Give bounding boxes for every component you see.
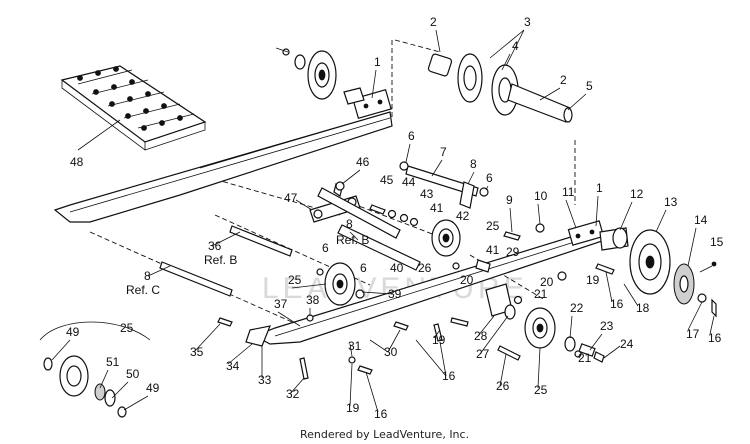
callout-c16a: 16 [610,297,624,311]
callout-c8c: 8 [144,269,151,283]
inset-wheel-assembly [39,321,151,418]
callout-c45: 45 [380,173,394,187]
callout-c13: 13 [664,195,678,209]
ref-label-r2: Ref. B [204,253,237,267]
callout-c49b: 49 [146,381,160,395]
lower-left-idler-wheel [316,262,365,306]
front-hardware [217,314,373,380]
callout-c2b: 2 [560,73,567,87]
callout-c41b: 41 [486,243,500,257]
callout-c7: 7 [440,145,447,159]
callout-c23: 23 [600,319,614,333]
rail-bracket [485,283,523,361]
callout-c31: 31 [348,339,362,353]
callout-c39: 39 [388,287,402,301]
callout-c37: 37 [274,297,288,311]
callout-c18: 18 [636,301,650,315]
callout-c14: 14 [694,213,708,227]
callout-c19a: 19 [586,273,600,287]
callout-c8b: 8 [346,217,353,231]
callout-c44: 44 [402,175,416,189]
callout-c1b: 1 [596,181,603,195]
callout-c5: 5 [586,79,593,93]
callout-c49a: 49 [66,325,80,339]
callout-c36: 36 [208,239,222,253]
callout-c34: 34 [226,359,240,373]
callout-c11: 11 [562,185,575,199]
part-1-right-rail [253,220,606,345]
callout-c20a: 20 [460,273,474,287]
cross-shafts [159,225,293,297]
callout-c50: 50 [126,367,140,381]
callout-c19c: 19 [346,401,360,415]
callout-c24: 24 [620,337,634,351]
reference-labels: Ref. B Ref. B Ref. C [126,233,369,297]
callout-c25d: 25 [534,383,548,397]
callout-c25b: 25 [288,273,302,287]
callout-c29: 29 [506,245,520,259]
callout-c25a: 25 [486,219,500,233]
callout-c35: 35 [190,345,204,359]
callout-c38: 38 [306,293,320,307]
part-48-wear-strip [60,65,207,151]
callout-c21a: 21 [534,287,548,301]
callout-c33: 33 [258,373,272,387]
ref-label-r1: Ref. B [336,233,369,247]
callout-c40: 40 [390,261,404,275]
middle-idler-wheel [431,219,461,257]
callout-c15: 15 [710,235,724,249]
rear-lower-idler-wheel [524,307,605,363]
callout-c8a: 8 [470,157,477,171]
callout-c22: 22 [570,301,584,315]
callout-c9: 9 [506,193,513,207]
callout-c21b: 21 [578,351,592,365]
callout-c16b: 16 [708,331,722,345]
shaft-7-assembly [399,161,489,209]
callout-c6b: 6 [486,171,493,185]
callout-c42: 42 [456,209,470,223]
callout-c48: 48 [70,155,84,169]
upper-left-idler-wheel [275,47,365,105]
callout-c47: 47 [284,191,298,205]
center-torque-arm [309,183,421,271]
footer-credit: Rendered by LeadVenture, Inc. [300,428,469,441]
top-idler-shaft-assembly [427,53,573,123]
callout-c26b: 26 [496,379,510,393]
callout-c26a: 26 [418,261,432,275]
callout-c28: 28 [474,329,488,343]
callout-c30: 30 [384,345,398,359]
callout-c17: 17 [686,327,700,341]
callout-c43: 43 [420,187,434,201]
callout-c46: 46 [356,155,370,169]
callout-c19b: 19 [432,333,446,347]
callout-c6a: 6 [408,129,415,143]
callout-c12: 12 [630,187,644,201]
rear-axle-wheels [599,227,717,318]
hardware-column [335,181,419,227]
callout-c41a: 41 [430,201,444,215]
callout-c2a: 2 [430,15,437,29]
callout-c16c: 16 [442,369,456,383]
callout-c4: 4 [512,39,519,53]
callout-c6c: 6 [322,241,329,255]
callout-c51: 51 [106,355,120,369]
callout-c16d: 16 [374,407,388,421]
callout-c27: 27 [476,347,490,361]
callout-c32: 32 [286,387,300,401]
callout-c25c: 25 [120,321,134,335]
callout-c20b: 20 [540,275,554,289]
leader-lines [51,29,715,413]
callout-c6d: 6 [360,261,367,275]
callout-c3: 3 [524,15,531,29]
ref-label-r3: Ref. C [126,283,160,297]
callout-c1a: 1 [374,55,381,69]
callout-c10: 10 [534,189,548,203]
